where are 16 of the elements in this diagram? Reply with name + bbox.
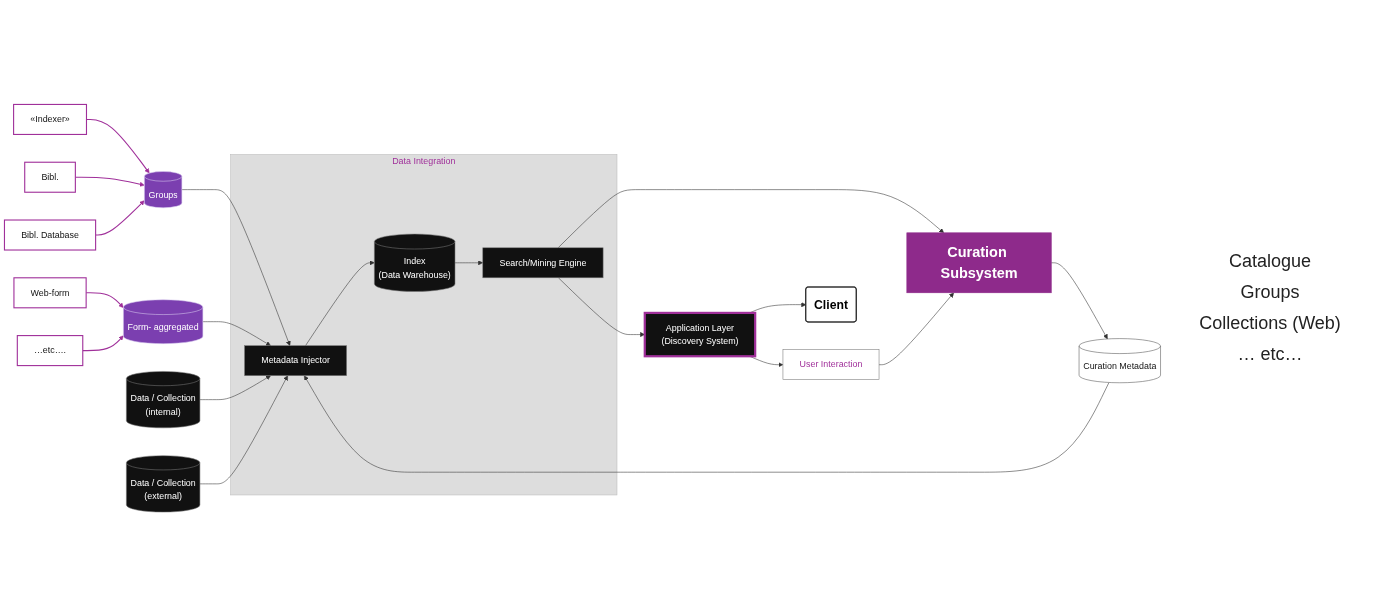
node-box: Web-form <box>13 276 87 309</box>
node-box: User Interaction <box>782 349 880 380</box>
node-box: …etc…. <box>16 334 84 366</box>
node-box: Search/Mining Engine <box>482 247 604 278</box>
client-example-text: Groups <box>1240 282 1300 303</box>
node-box: «Indexer» <box>13 103 88 135</box>
node-box: Metadata Injector <box>244 345 347 376</box>
client-example-text: Catalogue <box>1228 251 1312 272</box>
node-box: Bibl. <box>24 161 76 193</box>
arrow <box>95 200 145 236</box>
arrow <box>82 335 124 351</box>
node-box: Application Layer (Discovery System) <box>643 311 757 358</box>
client-example-text: Collections (Web) <box>1199 313 1341 334</box>
node-box: Curation Subsystem <box>906 232 1052 293</box>
client-example-text: … etc… <box>1237 344 1303 365</box>
node-box: Bibl. Database <box>3 219 97 251</box>
